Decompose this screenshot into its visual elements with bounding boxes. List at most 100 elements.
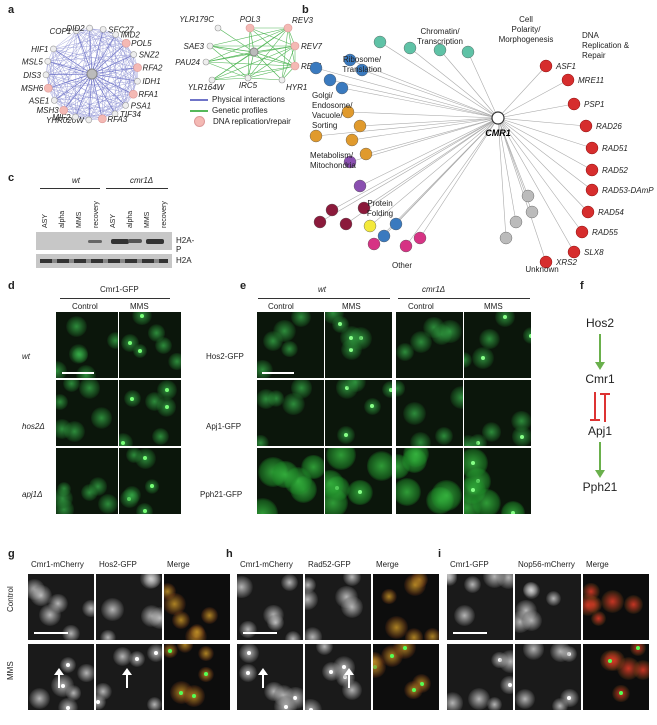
genetic-edge — [205, 61, 296, 67]
gene-label: POL5 — [131, 39, 152, 48]
gene-node — [43, 83, 53, 93]
interaction-edge — [363, 117, 499, 209]
physical-edge — [47, 27, 90, 62]
physical-edge — [45, 74, 89, 121]
interaction-edge — [331, 117, 499, 211]
gene-node — [290, 61, 300, 71]
gene-label: SAE3 — [184, 42, 205, 51]
micrograph — [257, 312, 324, 378]
genetic-edge — [205, 27, 289, 63]
gene-node — [278, 76, 286, 84]
micrograph — [56, 380, 118, 446]
gene-node — [86, 24, 93, 32]
gene-label: DID2 — [66, 24, 85, 33]
e-row-pph21: Pph21-GFP — [200, 490, 243, 499]
gene-node — [461, 45, 475, 59]
micrograph — [373, 644, 439, 710]
row-control: Control — [6, 586, 15, 612]
cmr1-interaction-hub: ASF1MRE11PSP1RAD26RAD51RAD52RAD53-DAmPRA… — [309, 15, 654, 274]
interaction-edge — [497, 117, 529, 197]
gene-node — [323, 73, 337, 87]
physical-edge — [91, 34, 116, 75]
lane-label: recovery — [161, 201, 168, 228]
physical-edge — [91, 54, 134, 75]
physical-edge — [63, 73, 93, 111]
physical-edge — [102, 93, 134, 120]
physical-edge — [75, 113, 116, 118]
physical-edge — [47, 42, 127, 62]
micrograph — [257, 380, 324, 446]
e-strain-bar-wt — [258, 298, 390, 299]
gene-node — [309, 129, 323, 143]
d-col-control: Control — [72, 302, 98, 311]
physical-edge — [53, 42, 127, 50]
interaction-edge — [359, 117, 499, 127]
e-col-mms-1: MMS — [342, 302, 361, 311]
micrograph — [396, 312, 463, 378]
interaction-edge — [497, 117, 547, 263]
gene-node — [353, 179, 367, 193]
arrow-indicator — [344, 668, 354, 688]
repair-gene-label: MRE11 — [578, 76, 604, 85]
physical-edge — [48, 48, 54, 89]
physical-edge — [45, 34, 116, 76]
micrograph — [373, 574, 439, 640]
interaction-edge — [497, 117, 587, 127]
panel-label-b: b — [302, 4, 309, 16]
repair-gene-node — [567, 245, 581, 259]
e-col-control-2: Control — [408, 302, 434, 311]
scale-bar — [243, 632, 277, 634]
band — [146, 239, 164, 244]
physical-edge — [53, 27, 90, 50]
strain-label-cmr1: cmr1Δ — [130, 176, 154, 185]
arrow-indicator — [54, 668, 64, 688]
interaction-edge — [351, 117, 499, 141]
interaction-edge — [497, 103, 575, 119]
physical-edge — [91, 73, 138, 82]
interaction-edge — [365, 117, 499, 155]
gene-node — [345, 133, 359, 147]
lane-label: MMS — [144, 211, 151, 228]
physical-edge — [54, 73, 93, 101]
physical-edge — [48, 73, 93, 89]
genetic-edge — [247, 27, 289, 79]
micrograph — [56, 312, 118, 378]
interaction-edge — [347, 111, 499, 119]
genetic-edge — [253, 27, 289, 53]
repair-gene-node — [575, 225, 589, 239]
physical-edge — [125, 43, 138, 82]
physical-edge — [115, 34, 134, 95]
micrograph — [119, 312, 181, 378]
micrograph — [305, 574, 371, 640]
micrograph — [325, 312, 392, 378]
physical-edge — [53, 34, 116, 50]
hub-node — [86, 68, 98, 80]
node-hos2: Hos2 — [585, 316, 614, 330]
gene-label: RFA1 — [138, 90, 158, 99]
gene-node — [202, 58, 210, 66]
hub-node — [249, 47, 259, 57]
physical-edge — [63, 110, 103, 120]
node-apj1: Apj1 — [587, 424, 613, 438]
interaction-edge — [319, 117, 499, 223]
physical-edge — [114, 81, 138, 114]
gene-node — [309, 61, 323, 75]
gene-label: RFA3 — [107, 115, 127, 124]
gene-node — [283, 23, 293, 33]
panel-label-e: e — [240, 280, 247, 292]
gene-node — [51, 97, 58, 104]
repair-gene-label: RAD52 — [602, 166, 628, 175]
gene-node — [353, 119, 367, 133]
legend-repair-label: DNA replication/repair — [213, 117, 291, 126]
micrograph — [447, 644, 513, 710]
repair-gene-label: PSP1 — [584, 100, 604, 109]
interaction-edge — [349, 117, 499, 163]
d-row-hos2: hos2Δ — [22, 422, 45, 431]
band — [40, 259, 168, 263]
e-row-hos2: Hos2-GFP — [206, 352, 244, 361]
e-col-mms-2: MMS — [484, 302, 503, 311]
gene-node — [245, 23, 255, 33]
micrograph — [119, 380, 181, 446]
category-label: Ribosome/Translation — [342, 55, 382, 74]
